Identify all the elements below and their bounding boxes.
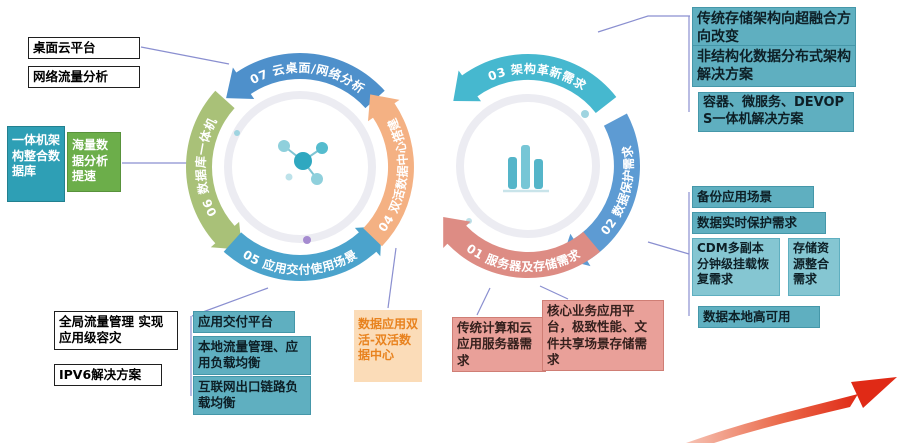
connector-top-right [597, 15, 690, 33]
box-global-traffic-management: 全局流量管理 实现应用级容灾 [54, 311, 178, 350]
box-ipv6-solution: IPV6解决方案 [54, 364, 162, 387]
box-active-active-datacenter: 数据应用双活-双活数据中心 [354, 310, 422, 382]
arc-04 [363, 94, 414, 247]
box-backup-scenario: 备份应用场景 [692, 186, 814, 209]
swoosh-arrowhead [851, 377, 897, 408]
swoosh-band [686, 394, 858, 443]
right-cycle: 03 架构革新需求 02 数据保护需求 01 服务器及存储需求 [443, 53, 640, 279]
box-unstructured-distributed: 非结构化数据分布式架构解决方案 [692, 45, 856, 88]
decor-dot [303, 236, 311, 244]
growth-swoosh-arrow-icon [686, 377, 897, 443]
molecule-network-icon [278, 140, 328, 185]
box-app-delivery-platform: 应用交付平台 [193, 311, 295, 334]
bar-chart-icon [503, 145, 549, 193]
connector-right [647, 241, 690, 255]
box-massive-data-analysis-speedup: 海量数据分析提速 [67, 132, 121, 192]
connector-arc01-box-a [476, 287, 491, 316]
box-container-microservice-devops: 容器、微服务、DEVOPS一体机解决方案 [698, 92, 854, 132]
left-cycle: 07 云桌面/网络分析 06 数据库一体机 05 应用交付使用场景 04 双活数… [186, 53, 414, 281]
arc-05 [223, 226, 382, 281]
connector-arc01-box-b [539, 285, 569, 300]
right-inner-ring [456, 94, 600, 238]
box-storage-to-hci: 传统存储架构向超融合方向改变 [692, 7, 856, 50]
connector-arc04-box [387, 247, 397, 309]
arc-07 [226, 53, 385, 109]
left-inner-ring [224, 91, 376, 243]
decor-dot [234, 130, 240, 136]
box-local-high-availability: 数据本地高可用 [698, 306, 820, 329]
box-appliance-architecture-database: 一体机架构整合数据库 [7, 126, 65, 202]
connector-top-left [140, 46, 230, 65]
arc-06 [186, 90, 242, 250]
box-realtime-data-protection: 数据实时保护需求 [692, 212, 826, 235]
box-traditional-cloud-server-demand: 传统计算和云应用服务器需求 [452, 317, 546, 372]
box-network-traffic-analysis: 网络流量分析 [28, 66, 140, 89]
box-internet-link-load-balancing: 互联网出口链路负载均衡 [193, 376, 311, 415]
connector-lines [122, 15, 690, 396]
box-storage-consolidation: 存储资源整合需求 [788, 238, 840, 296]
box-cdm-recovery: CDM多副本分钟级挂载恢复需求 [692, 238, 780, 296]
box-desktop-cloud-platform: 桌面云平台 [28, 37, 140, 60]
arc-02 [561, 113, 640, 267]
arc-01 [443, 217, 600, 279]
box-local-traffic-load-balancing: 本地流量管理、应用负载均衡 [193, 336, 311, 375]
decor-dot [581, 110, 589, 118]
arc-03 [453, 53, 617, 113]
box-core-business-storage-demand: 核心业务应用平台，极致性能、文件共享场景存储需求 [542, 300, 664, 371]
